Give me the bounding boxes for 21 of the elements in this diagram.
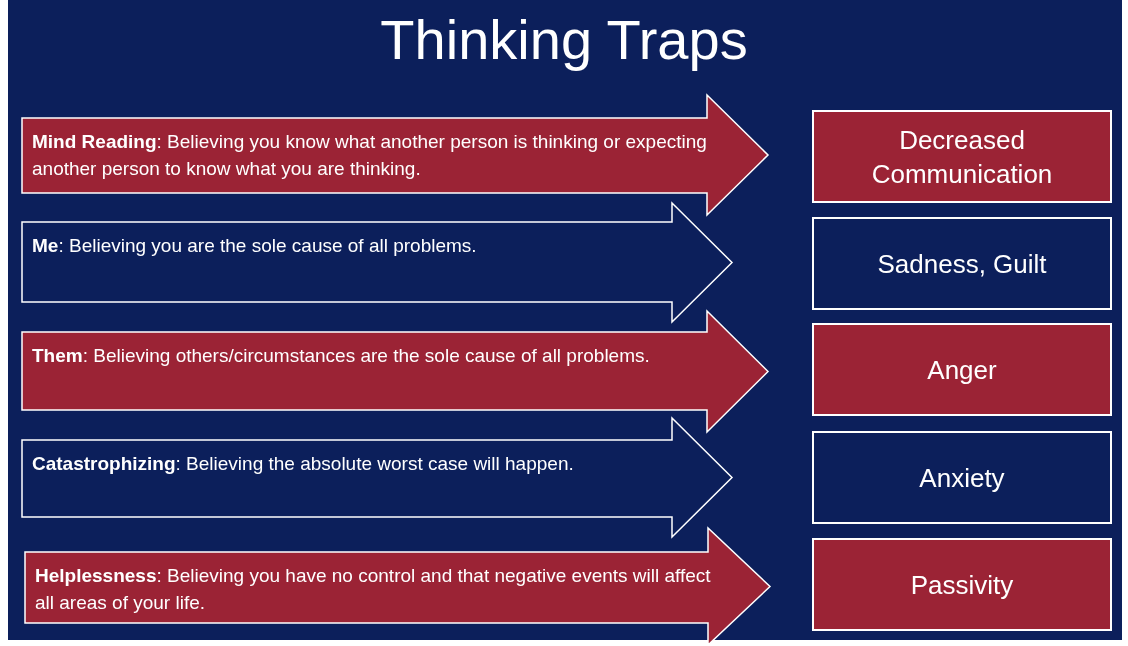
result-label: Anger — [926, 353, 998, 387]
result-label: Passivity — [909, 568, 1015, 602]
result-box — [812, 323, 1112, 416]
result-label: Sadness, Guilt — [876, 247, 1048, 281]
arrow-shape — [22, 203, 732, 322]
arrow-shape — [22, 95, 768, 215]
trap-description: Catastrophizing: Believing the absolute worst case will happen. — [32, 452, 575, 476]
arrow-shape — [22, 311, 768, 432]
result-box — [812, 110, 1112, 203]
trap-description: Me: Believing you are the sole cause of all problems. — [32, 234, 478, 258]
result-label: Decreased Communication — [870, 123, 1054, 191]
arrow-shape — [22, 418, 732, 537]
trap-description: Them: Believing others/circumstances are the sole cause of all problems. — [32, 344, 651, 368]
arrow-shape — [25, 528, 770, 645]
result-box — [812, 217, 1112, 310]
title: Thinking Traps — [379, 8, 749, 72]
result-label: Anxiety — [918, 461, 1006, 495]
trap-description: Helplessness: Believing you have no control and that negative events will affect all areas of your life. — [35, 564, 712, 615]
result-box — [812, 431, 1112, 524]
trap-description: Mind Reading: Believing you know what another person is thinking or expecting another person to know what you are thinking. — [32, 130, 708, 181]
result-box — [812, 538, 1112, 631]
